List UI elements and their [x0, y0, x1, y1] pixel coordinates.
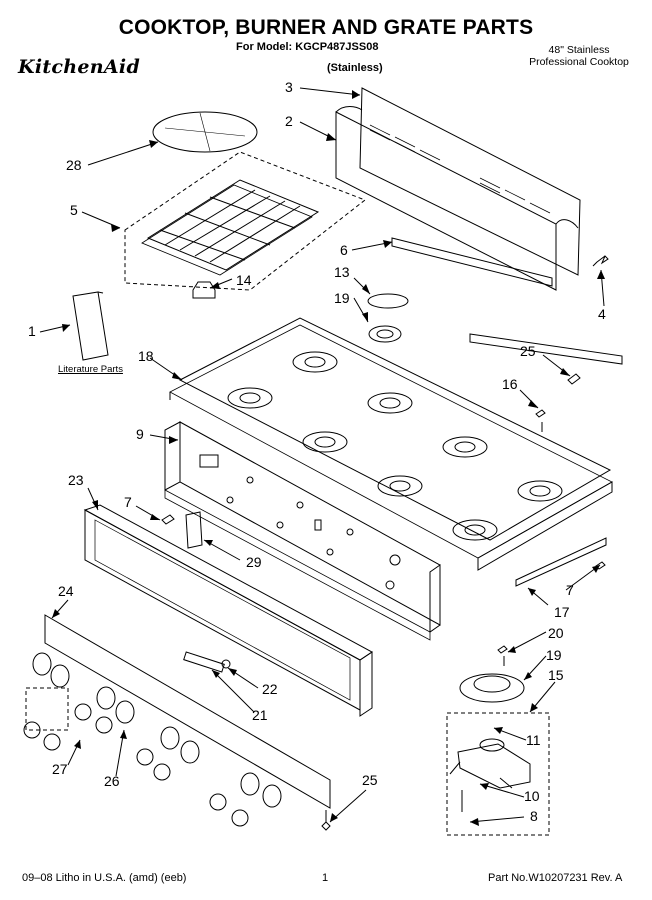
callout-3: 3: [285, 79, 293, 95]
burner-head: [368, 325, 402, 343]
product-description: 48" Stainless Professional Cooktop: [520, 44, 638, 68]
leader-lines: [39, 87, 605, 823]
callout-28: 28: [66, 157, 82, 173]
footer-part-number: Part No.W10207231 Rev. A: [488, 872, 623, 884]
callout-25a: 25: [520, 343, 536, 359]
valve-assembly: [449, 738, 531, 812]
burner-box: [164, 421, 441, 641]
callout-23: 23: [68, 472, 84, 488]
screw-16: [535, 409, 546, 432]
grate: [141, 179, 320, 276]
control-knobs: [23, 652, 282, 827]
callout-5: 5: [70, 202, 78, 218]
grate-box: [124, 151, 367, 291]
callout-11: 11: [526, 732, 541, 748]
model-finish: (Stainless): [327, 62, 383, 74]
sensor-bar: [183, 651, 225, 673]
callout-19b: 19: [546, 647, 562, 663]
callout-18: 18: [138, 348, 154, 364]
footer-page-number: 1: [322, 872, 329, 884]
callout-14: 14: [236, 272, 252, 288]
callout-4: 4: [598, 306, 606, 322]
control-panel: [83, 504, 373, 717]
cooktop-burners: [227, 351, 563, 541]
cooktop-surface: [169, 317, 613, 571]
callout-13: 13: [334, 264, 350, 280]
callout-6: 6: [340, 242, 348, 258]
manifold-panel: [44, 614, 331, 809]
callout-21: 21: [252, 707, 268, 723]
side-rail: [469, 333, 623, 365]
literature-parts-label: Literature Parts: [58, 364, 123, 375]
callout-8: 8: [530, 808, 538, 824]
arrowheads: [52, 90, 605, 826]
grate-foot: [192, 281, 216, 299]
callout-22: 22: [262, 681, 278, 697]
product-line-2: Professional Cooktop: [529, 56, 629, 68]
callout-1: 1: [28, 323, 36, 339]
sensor-screw: [221, 659, 231, 669]
callout-29: 29: [246, 554, 262, 570]
callout-9: 9: [136, 426, 144, 442]
callout-19a: 19: [334, 290, 350, 306]
screw-25: [321, 810, 331, 831]
screw-20: [497, 645, 508, 666]
knob-group-box: [25, 687, 69, 731]
burner-cap: [367, 293, 409, 309]
callout-10: 10: [524, 788, 540, 804]
literature-booklet: [72, 291, 109, 361]
callout-16: 16: [502, 376, 518, 392]
callout-25b: 25: [362, 772, 378, 788]
backguard: [335, 106, 579, 291]
product-line-1: 48" Stainless: [548, 44, 610, 56]
model-number: For Model: KGCP487JSS08: [236, 41, 379, 53]
footer-litho: 09–08 Litho in U.S.A. (amd) (eeb): [22, 872, 187, 884]
burner-19: [459, 673, 525, 703]
callout-2: 2: [285, 113, 293, 129]
callout-26: 26: [104, 773, 120, 789]
burner-assembly-box: [446, 712, 550, 836]
brand-logo: KitchenAid: [18, 56, 141, 78]
bracket-29: [185, 511, 203, 549]
screw: [592, 255, 609, 267]
callout-27: 27: [52, 761, 68, 777]
callout-24: 24: [58, 583, 74, 599]
page-title: COOKTOP, BURNER AND GRATE PARTS: [118, 16, 534, 39]
rear-trim: [391, 237, 553, 287]
side-bracket: [515, 537, 607, 587]
bracket-7: [161, 514, 175, 525]
callout-7a: 7: [124, 494, 132, 510]
callout-15: 15: [548, 667, 564, 683]
callout-20: 20: [548, 625, 564, 641]
backguard-rear: [359, 87, 581, 276]
callout-17: 17: [554, 604, 570, 620]
callout-7b: 7: [566, 582, 574, 598]
grate-pad: [152, 111, 258, 153]
